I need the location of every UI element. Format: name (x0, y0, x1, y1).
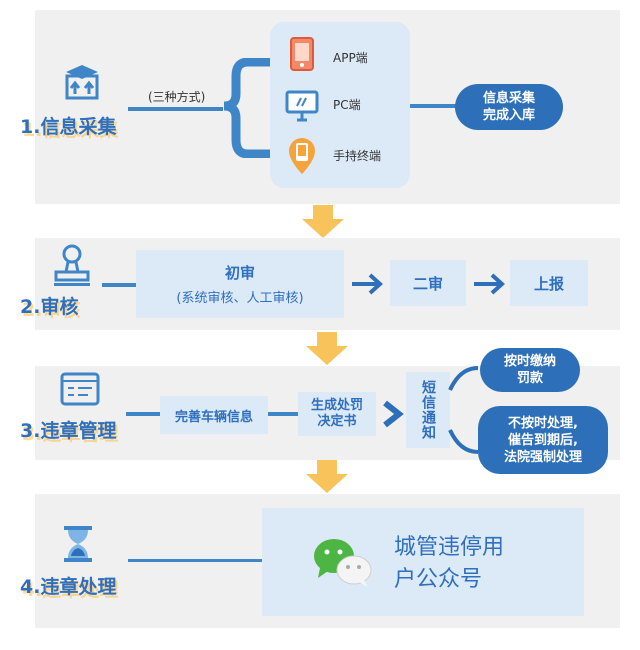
right-arrow-icon (352, 273, 383, 295)
report-box: 上报 (510, 260, 588, 306)
second-review-box: 二审 (390, 260, 466, 306)
down-arrow-icon (302, 205, 344, 238)
court-enforcement-line1: 不按时处理, (508, 415, 578, 431)
down-arrow-icon (306, 460, 348, 493)
pay-on-time-line2: 罚款 (516, 371, 543, 386)
connector-line (126, 412, 160, 416)
stage-1-title: 1.信息采集 (20, 116, 117, 138)
stage-4-title: 4.违章处理 (20, 576, 117, 598)
stage-3-title: 3.违章管理 (20, 420, 117, 442)
report-label: 上报 (533, 274, 564, 293)
sms-notice-label: 短信通知 (420, 380, 436, 440)
methods-label: (三种方式) (148, 90, 206, 104)
first-review-title: 初审 (224, 264, 255, 282)
method-app-label: APP端 (333, 51, 368, 65)
wechat-channel-text: 城管违停用 户公众号 (394, 532, 504, 596)
collect-result-line2: 完成入库 (482, 108, 535, 123)
connector-line (102, 283, 136, 287)
box-with-arrows-icon (65, 65, 99, 100)
stage-2-title: 2.审核 (20, 296, 79, 318)
first-review-sub: (系统审核、人工审核) (176, 291, 304, 306)
collect-result-line1: 信息采集 (482, 91, 535, 106)
connector-line (128, 107, 223, 111)
sms-notice-box: 短信通知 (406, 372, 450, 448)
connector-line (410, 104, 460, 108)
complete-vehicle-info-label: 完善车辆信息 (174, 409, 253, 425)
penalty-decision-line1: 生成处罚 (310, 398, 363, 413)
wechat-channel-line1: 城管违停用 (394, 535, 505, 560)
penalty-decision-box: 生成处罚 决定书 (298, 392, 376, 436)
handheld-terminal-icon (289, 138, 315, 174)
down-arrow-icon (306, 332, 348, 365)
method-pc-label: PC端 (333, 98, 361, 112)
document-list-icon (60, 372, 100, 406)
wechat-channel-line2: 户公众号 (394, 567, 483, 592)
wechat-icon (314, 539, 372, 587)
stamp-icon (54, 244, 90, 286)
court-enforcement-line3: 法院强制处理 (503, 449, 582, 465)
collect-result-pill: 信息采集 完成入库 (455, 84, 563, 130)
hourglass-icon (64, 526, 92, 562)
first-review-box: 初审 (系统审核、人工审核) (136, 250, 344, 318)
chevron-right-icon (383, 400, 404, 428)
court-enforcement-line2: 催告到期后, (508, 432, 578, 448)
right-arrow-icon (474, 273, 505, 295)
penalty-decision-line2: 决定书 (317, 414, 357, 429)
bracket-shape (223, 58, 270, 158)
pay-on-time-pill: 按时缴纳 罚款 (480, 348, 580, 392)
pay-on-time-line1: 按时缴纳 (503, 354, 556, 369)
method-handheld-label: 手持终端 (333, 149, 382, 163)
complete-vehicle-info-box: 完善车辆信息 (160, 396, 268, 434)
monitor-icon (285, 90, 319, 122)
connector-line (268, 412, 298, 416)
connector-line (128, 559, 262, 562)
second-review-label: 二审 (412, 274, 443, 293)
branch-lines (448, 366, 479, 454)
phone-icon (290, 37, 314, 71)
court-enforcement-pill: 不按时处理, 催告到期后, 法院强制处理 (478, 406, 608, 474)
